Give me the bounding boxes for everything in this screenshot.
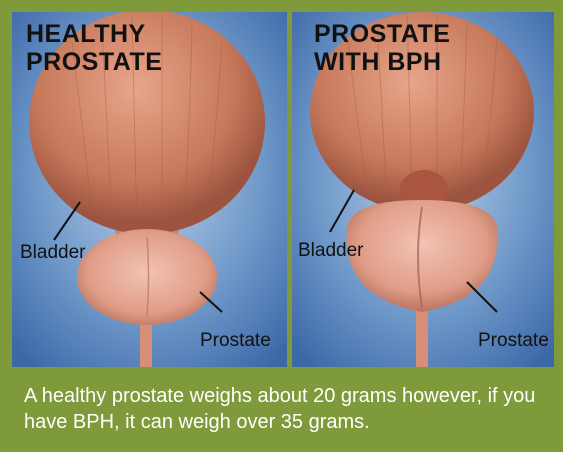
healthy-prostate-panel: HEALTHY PROSTATE Bladder Prostate bbox=[12, 12, 287, 367]
caption-text: A healthy prostate weighs about 20 grams… bbox=[24, 383, 544, 435]
bph-prostate-panel: PROSTATE WITH BPH Bladder Prostate bbox=[292, 12, 554, 367]
panel-title: HEALTHY PROSTATE bbox=[26, 20, 162, 76]
panel-title: PROSTATE WITH BPH bbox=[314, 20, 450, 76]
prostate-label: Prostate bbox=[200, 330, 271, 352]
prostate-label: Prostate bbox=[478, 330, 549, 352]
bladder-label: Bladder bbox=[20, 242, 86, 264]
bladder-label: Bladder bbox=[298, 240, 364, 262]
